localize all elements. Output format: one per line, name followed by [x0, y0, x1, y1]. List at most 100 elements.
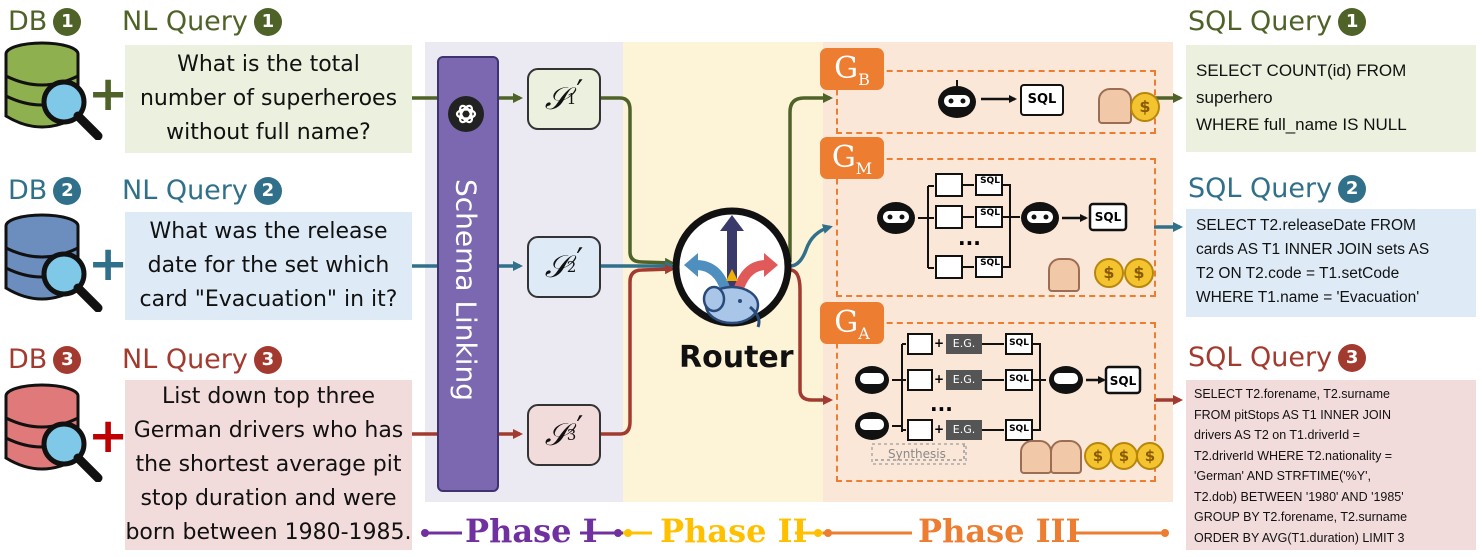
eg-chip: E.G.: [952, 373, 976, 386]
sql-query-label-text: SQL Query: [1188, 6, 1333, 37]
phase-1-label: Phase I: [465, 512, 598, 550]
sql-line: FROM pitStops AS T1 INNER JOIN: [1194, 407, 1392, 422]
db-label-text: DB: [8, 6, 48, 37]
sql-output-box-1: SELECT COUNT(id) FROM superhero WHERE fu…: [1186, 45, 1476, 152]
nl-query-label-text: NL Query: [122, 6, 248, 37]
muscle-icon: [1098, 88, 1132, 124]
generator-medium-flow: [877, 173, 1128, 279]
openai-icon: [448, 96, 484, 132]
coin-icon: $: [1136, 442, 1164, 470]
database-icon: [4, 383, 103, 482]
sql-number-badge: 1: [1338, 8, 1367, 36]
ellipsis: ...: [958, 226, 981, 250]
sql-line: SELECT T2.releaseDate FROM: [1196, 217, 1416, 234]
schema-subscript: 1: [566, 90, 577, 108]
muscle-icon: [1048, 258, 1080, 292]
sql-chip: SQL: [1009, 424, 1029, 434]
coin-icon: $: [1130, 92, 1160, 122]
query-line: date for the set which: [147, 252, 390, 278]
nl-query-box-2: What was the release date for the set wh…: [125, 212, 412, 320]
generator-advanced-flow: [855, 333, 1142, 465]
nl-query-box-3: List down top three German drivers who h…: [125, 380, 412, 550]
muscle-icon: [1050, 440, 1082, 474]
sql-line: WHERE full_name IS NULL: [1196, 115, 1407, 134]
eg-chip: E.G.: [952, 337, 976, 350]
sql-line: T2.dob) BETWEEN '1980' AND '1985': [1194, 489, 1404, 504]
plus-sign: +: [934, 372, 945, 386]
plus-sign-1: +: [88, 66, 129, 122]
schema-symbol: 𝒮: [544, 248, 569, 285]
schema-prime: ′: [576, 242, 584, 278]
nl-query-label-text: NL Query: [122, 344, 248, 375]
query-line: number of superheroes: [139, 85, 398, 111]
generator-advanced-tag: GA: [820, 302, 884, 344]
sql-line: SELECT COUNT(id) FROM: [1196, 61, 1407, 80]
sql-line: ORDER BY AVG(T1.duration) LIMIT 3: [1194, 530, 1405, 545]
query-line: What is the total: [177, 51, 360, 77]
sql-line: cards AS T1 INNER JOIN sets AS: [1196, 241, 1430, 258]
generator-letter: G: [834, 51, 859, 86]
sql-query-label-text: SQL Query: [1188, 342, 1333, 373]
schema-prime: ′: [576, 74, 584, 110]
plus-sign-3: +: [88, 408, 129, 464]
query-line: List down top three: [161, 383, 376, 409]
sql-chip: SQL: [1009, 338, 1029, 348]
arrow-icon: [981, 95, 1017, 103]
sql-number-badge: 2: [1338, 175, 1367, 203]
generator-letter: G: [834, 305, 859, 340]
sql-output-box-2: SELECT T2.releaseDate FROM cards AS T1 I…: [1186, 209, 1476, 317]
schema-subscript: 2: [566, 258, 577, 276]
db-label-text: DB: [8, 344, 48, 375]
sql-line: WHERE T1.name = 'Evacuation': [1196, 289, 1420, 306]
db-number-badge: 2: [53, 177, 82, 205]
generator-sub: A: [858, 324, 870, 343]
sql-number-badge: 3: [1338, 344, 1367, 372]
query-line: stop duration and were: [140, 486, 397, 512]
elephant-icon: [702, 285, 761, 328]
plus-sign: +: [934, 336, 945, 350]
generator-medium-box: [836, 158, 1156, 297]
generator-sub: M: [855, 159, 873, 178]
sql-chip: SQL: [1109, 374, 1137, 388]
phase-2-label: Phase II: [660, 512, 808, 550]
generator-medium-tag: GM: [820, 137, 884, 179]
sql-line: T2.driverId WHERE T2.nationality =: [1194, 448, 1393, 463]
database-icon: [4, 213, 103, 312]
nl-query-number-badge: 2: [253, 177, 282, 205]
nl-query-number-badge: 3: [253, 346, 282, 374]
coin-icon: $: [1110, 442, 1138, 470]
schema-symbol: 𝒮: [544, 80, 569, 117]
coin-icon: $: [1094, 258, 1124, 288]
nl-query-number-badge: 1: [253, 8, 282, 36]
generator-basic-tag: GB: [820, 48, 884, 90]
generator-advanced-box: [836, 322, 1156, 482]
database-icon: [4, 41, 103, 140]
sql-line: 'German' AND STRFTIME('%Y',: [1194, 469, 1371, 483]
schema-subscript: 3: [566, 426, 577, 444]
sql-query-label-text: SQL Query: [1188, 173, 1333, 204]
ellipsis: ...: [930, 392, 953, 416]
phase-3-label: Phase III: [918, 512, 1081, 550]
generator-letter: G: [831, 140, 856, 175]
nl-query-label-text: NL Query: [122, 175, 248, 206]
router-label: Router: [679, 340, 794, 375]
robot-icon: [938, 80, 976, 118]
schema-prime: ′: [576, 410, 584, 446]
plus-sign: +: [934, 422, 945, 436]
sql-chip: SQL: [980, 258, 1000, 268]
sql-chip: SQL: [980, 208, 1000, 218]
db-number-badge: 1: [53, 8, 82, 36]
sql-chip: SQL: [1094, 210, 1122, 224]
sql-line: drivers AS T2 on T1.driverId =: [1194, 428, 1360, 442]
